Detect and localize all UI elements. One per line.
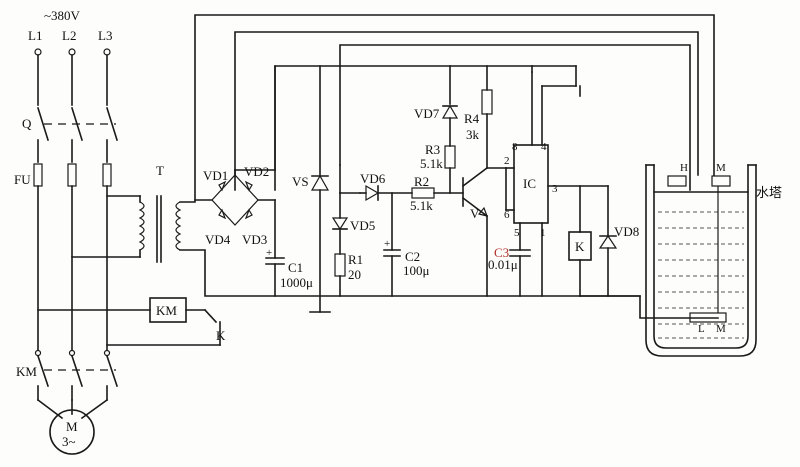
transistor-v — [461, 166, 507, 297]
phase-l1-label: L1 — [28, 28, 42, 43]
vd5-r1-branch — [331, 164, 361, 297]
ic-connections — [505, 65, 609, 297]
water-tank — [645, 164, 757, 357]
vd8-label: VD8 — [614, 224, 639, 239]
r3-label: R3 — [425, 142, 440, 157]
tank-label: 水塔 — [756, 186, 782, 201]
electrodes — [667, 175, 731, 323]
diode-vd6 — [359, 184, 413, 202]
relay-contact-label: K — [216, 328, 226, 343]
c1-value: 1000μ — [280, 275, 313, 290]
c2-value: 100μ — [403, 263, 430, 278]
c3-label: C3 — [494, 245, 509, 260]
vd2-label: VD2 — [244, 164, 269, 179]
c1-plus: + — [266, 247, 272, 259]
ic-label: IC — [523, 176, 536, 191]
r1-label: R1 — [348, 252, 363, 267]
ic-555 — [513, 144, 549, 224]
fuses — [33, 163, 112, 351]
ic-pin-2: 2 — [504, 155, 510, 167]
ic-pin-5: 5 — [514, 227, 520, 239]
capacitor-c2 — [383, 192, 401, 297]
vd6-label: VD6 — [360, 171, 386, 186]
vd4-label: VD4 — [205, 232, 231, 247]
km-coil-circuit — [37, 308, 221, 346]
motor-type-label: 3~ — [62, 434, 76, 449]
ic-pin-3: 3 — [552, 183, 558, 195]
resistor-r4 — [481, 65, 493, 169]
r1-value: 20 — [348, 267, 361, 282]
r3-value: 5.1k — [420, 156, 443, 171]
c3-value: 0.01μ — [488, 257, 518, 272]
relay-label: K — [575, 239, 585, 254]
phase-terminals — [34, 48, 111, 56]
ic-pin-8: 8 — [512, 141, 518, 153]
km-main-contacts — [34, 349, 119, 420]
transformer-t — [138, 195, 182, 263]
vd5-label: VD5 — [350, 218, 375, 233]
diode-vd8 — [579, 185, 641, 297]
r4-label: R4 — [464, 111, 480, 126]
r2-value: 5.1k — [410, 198, 433, 213]
capacitor-c3 — [509, 249, 531, 297]
zener-label: VS — [292, 174, 309, 189]
c2-plus: + — [384, 238, 390, 250]
bridge-rectifier — [194, 65, 276, 226]
switch-q-label: Q — [22, 116, 32, 131]
fuse-label: FU — [14, 172, 31, 187]
km-coil-label: KM — [156, 303, 177, 318]
r2-label: R2 — [414, 174, 429, 189]
switch-q — [36, 54, 119, 163]
r4-value: 3k — [466, 127, 480, 142]
supply-voltage-label: ~380V — [44, 8, 81, 23]
vd1-label: VD1 — [203, 168, 228, 183]
resistor-r2 — [411, 187, 464, 199]
ic-pin-4: 4 — [541, 141, 547, 153]
motor — [49, 409, 95, 455]
c2-label: C2 — [405, 249, 420, 264]
km-contacts-label: KM — [16, 364, 37, 379]
transistor-label: V — [470, 206, 480, 221]
control-wiring — [179, 14, 719, 319]
electrode-low-m-label: M — [716, 323, 726, 335]
transformer-primary-taps — [71, 195, 141, 258]
motor-label: M — [66, 419, 78, 434]
vd7-r3-branch — [441, 65, 459, 194]
zener-vs — [309, 65, 331, 313]
transformer-label: T — [156, 163, 164, 178]
electrode-l-label: L — [698, 323, 705, 335]
electrode-m-label: M — [716, 162, 726, 174]
km-coil — [149, 297, 187, 323]
phase-l3-label: L3 — [98, 28, 112, 43]
relay-k — [568, 85, 592, 297]
ic-pin-6: 6 — [504, 209, 510, 221]
vd7-label: VD7 — [414, 106, 440, 121]
c1-label: C1 — [288, 260, 303, 275]
phase-l2-label: L2 — [62, 28, 76, 43]
capacitor-c1 — [265, 199, 285, 297]
vd3-label: VD3 — [242, 232, 267, 247]
electrode-h-label: H — [680, 162, 688, 174]
